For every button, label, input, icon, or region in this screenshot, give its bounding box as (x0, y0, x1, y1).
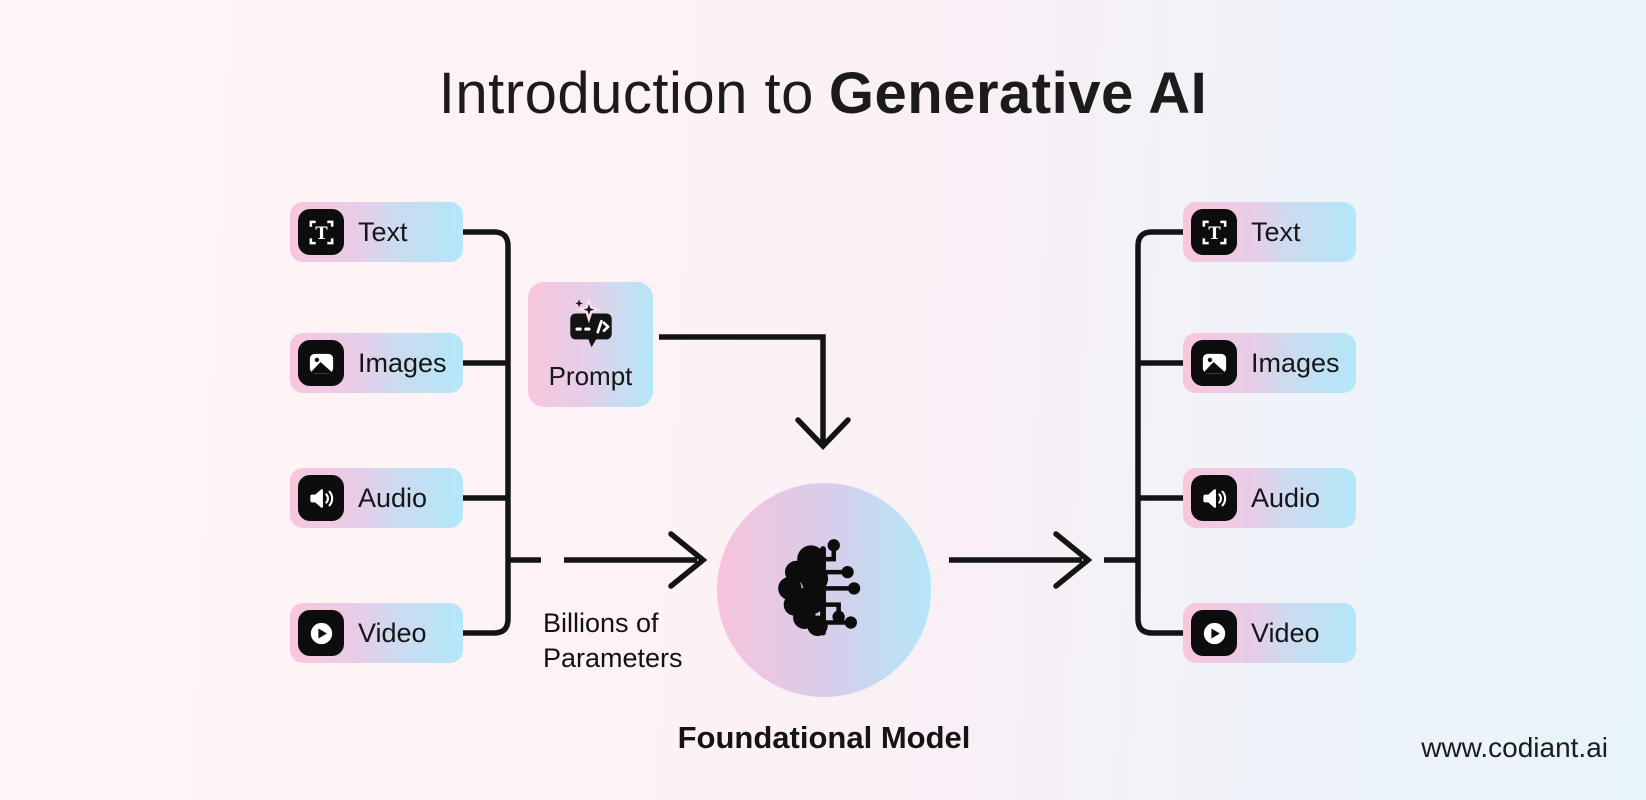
prompt-label: Prompt (548, 360, 633, 391)
output-box-video: Video (1183, 603, 1356, 663)
input-box-text: Text (290, 202, 463, 262)
website-url: www.codiant.ai (1421, 732, 1608, 763)
input-label-audio: Audio (358, 482, 428, 513)
output-box-images: Images (1183, 333, 1356, 393)
output-label-images: Images (1251, 347, 1340, 378)
output-label-video: Video (1251, 617, 1320, 648)
input-box-audio: Audio (290, 468, 463, 528)
images-icon (1191, 340, 1237, 386)
foundational-model-caption: Foundational Model (677, 720, 971, 755)
title-emphasis: Generative AI (828, 61, 1208, 126)
video-icon (298, 610, 344, 656)
video-icon (1191, 610, 1237, 656)
input-label-text: Text (358, 216, 408, 247)
foundational-model-node (717, 483, 931, 697)
input-label-video: Video (358, 617, 427, 648)
title-prefix: Introduction to (438, 61, 814, 126)
output-box-text: Text (1183, 202, 1356, 262)
parameters-label-line1: Billions of (543, 608, 659, 638)
text-icon (298, 209, 344, 255)
input-label-images: Images (358, 347, 447, 378)
prompt-box: Prompt (528, 282, 653, 407)
ai-brain-circuit-icon (778, 539, 861, 636)
images-icon (298, 340, 344, 386)
parameters-label: Billions of Parameters (543, 606, 683, 676)
input-box-images: Images (290, 333, 463, 393)
text-icon (1191, 209, 1237, 255)
output-label-text: Text (1251, 216, 1301, 247)
parameters-label-line2: Parameters (543, 643, 683, 673)
input-box-video: Video (290, 603, 463, 663)
output-label-audio: Audio (1251, 482, 1321, 513)
prompt-sparkle-code-icon (569, 297, 612, 347)
output-box-audio: Audio (1183, 468, 1356, 528)
audio-icon (298, 475, 344, 521)
audio-icon (1191, 475, 1237, 521)
